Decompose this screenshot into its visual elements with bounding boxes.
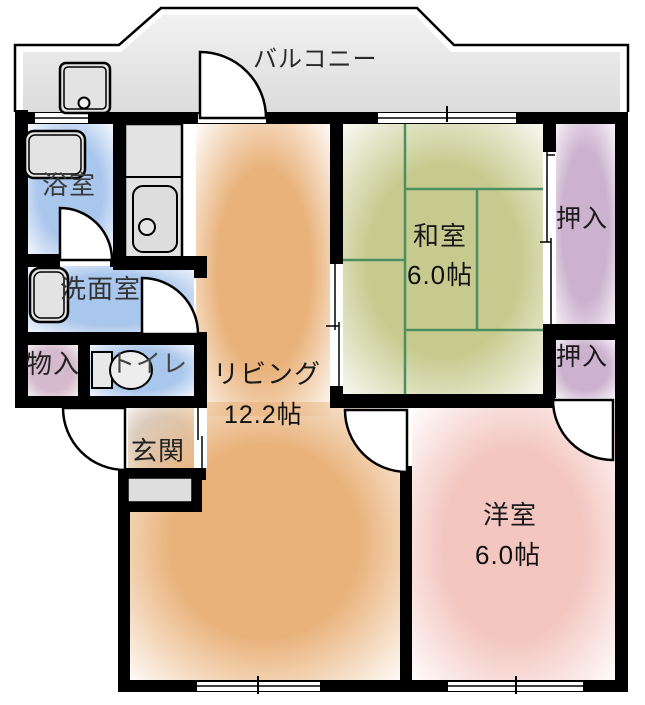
room-size-japanese-room: 6.0帖 [407, 260, 474, 290]
door-swings [58, 50, 615, 474]
living-area-lower [128, 402, 402, 682]
closet-upper-area [554, 124, 616, 328]
room-label-storage: 物入 [26, 349, 81, 379]
living-to-western-door-swing [343, 408, 409, 474]
front-door-swing [61, 406, 127, 472]
room-label-closet-lower: 押入 [556, 343, 609, 371]
western-room-door-swing [551, 398, 615, 462]
window-symbols [35, 106, 583, 694]
room-size-living: 12.2帖 [224, 401, 303, 429]
western-room-area [412, 408, 615, 682]
balcony-railing [13, 6, 630, 112]
entrance-sliding-door [194, 408, 207, 468]
living-area-upper [196, 124, 332, 416]
japanese-room-sliding-door [326, 264, 343, 386]
bathtub-icon [23, 129, 87, 180]
room-label-japanese-room: 和室 [413, 221, 468, 251]
washbasin-icon [28, 266, 70, 324]
closet-lower-area [554, 338, 616, 398]
entrance-step [127, 477, 193, 503]
washing-machine-pan-icon [58, 61, 112, 115]
room-size-western-room: 6.0帖 [475, 540, 542, 570]
storage-area [25, 343, 80, 398]
room-label-washroom: 洗面室 [60, 274, 142, 304]
room-label-entrance: 玄関 [131, 436, 186, 466]
room-label-balcony: バルコニー [253, 46, 378, 73]
room-label-bathroom: 浴室 [42, 170, 97, 200]
balcony-area [23, 15, 620, 112]
kitchen-counter [123, 122, 184, 260]
japanese-room-window [378, 106, 516, 123]
washroom-door-swing [140, 276, 200, 336]
living-bottom-window [197, 676, 320, 694]
bathroom-window [35, 113, 88, 123]
kitchen-sink-icon [132, 185, 178, 253]
fixtures [23, 61, 153, 390]
room-label-western-room: 洋室 [483, 500, 538, 530]
bathroom-door-swing [58, 206, 114, 262]
toilet-icon [91, 350, 153, 390]
tatami-lines [337, 124, 553, 396]
balcony-door-swing [198, 50, 268, 120]
closet-sliding-door [540, 152, 556, 324]
western-room-bottom-window [448, 676, 583, 694]
room-label-closet-upper: 押入 [556, 205, 609, 233]
room-label-living: リビング [213, 359, 322, 389]
room-label-toilet: トイレ [110, 350, 189, 378]
